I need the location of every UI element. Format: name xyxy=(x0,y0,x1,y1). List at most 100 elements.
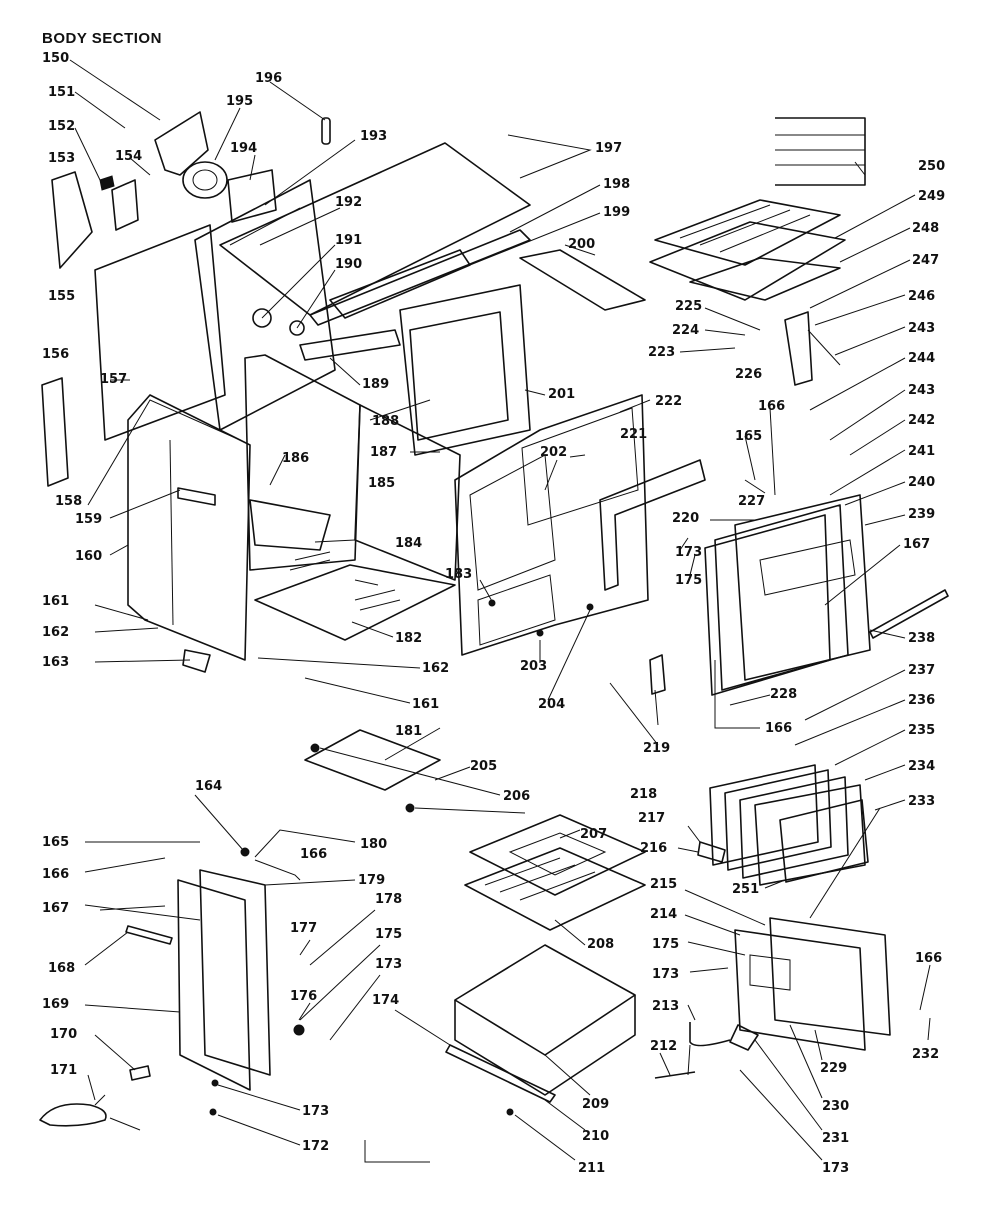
callout-234: 234 xyxy=(908,759,935,774)
callout-249: 249 xyxy=(918,189,945,204)
callout-211: 211 xyxy=(578,1161,605,1176)
callout-169: 169 xyxy=(42,997,69,1012)
callout-165a: 165 xyxy=(735,429,762,444)
callout-187: 187 xyxy=(370,445,397,460)
callout-223: 223 xyxy=(648,345,675,360)
part-157-strip xyxy=(41,377,69,487)
part-188-liner xyxy=(409,311,509,441)
callout-176: 176 xyxy=(290,989,317,1004)
callout-231: 231 xyxy=(822,1131,849,1146)
callout-188: 188 xyxy=(372,414,399,429)
callout-191: 191 xyxy=(335,233,362,248)
part-212-element xyxy=(654,1071,696,1079)
callout-217: 217 xyxy=(638,811,665,826)
callout-173a: 173 xyxy=(675,545,702,560)
callout-198: 198 xyxy=(603,177,630,192)
part-179-door-liner xyxy=(199,869,271,1076)
callout-243a: 243 xyxy=(908,321,935,336)
callout-210: 210 xyxy=(582,1129,609,1144)
diagram-title: BODY SECTION xyxy=(42,30,162,47)
part-160-front-panel xyxy=(127,394,251,661)
callout-250: 250 xyxy=(918,159,945,174)
callout-172: 172 xyxy=(302,1139,329,1154)
callout-236: 236 xyxy=(908,693,935,708)
part-182-bottom xyxy=(254,564,456,641)
part-150-vent-bracket xyxy=(154,111,209,176)
part-198-top-liner xyxy=(309,229,531,326)
part-250-rack xyxy=(775,117,866,186)
callout-162a: 162 xyxy=(42,625,69,640)
callout-193: 193 xyxy=(360,129,387,144)
callout-167a: 167 xyxy=(903,537,930,552)
callout-194: 194 xyxy=(230,141,257,156)
callout-179: 179 xyxy=(358,873,385,888)
callout-167b: 167 xyxy=(42,901,69,916)
callout-166c: 166 xyxy=(915,951,942,966)
callout-229: 229 xyxy=(820,1061,847,1076)
part-247-drip-pan xyxy=(689,257,841,301)
part-171-cord xyxy=(39,1103,107,1127)
part-156-side-panel xyxy=(94,224,226,441)
callout-175a: 175 xyxy=(675,573,702,588)
callout-251: 251 xyxy=(732,882,759,897)
part-194-bracket xyxy=(227,169,277,223)
part-222-front-frame xyxy=(454,394,649,656)
part-210-rail xyxy=(445,1044,556,1103)
callout-213: 213 xyxy=(652,999,679,1014)
callout-168: 168 xyxy=(48,961,75,976)
callout-166b: 166 xyxy=(765,721,792,736)
callout-173d: 173 xyxy=(375,957,402,972)
part-219-hinge xyxy=(649,654,666,695)
callout-222: 222 xyxy=(655,394,682,409)
callout-173b: 173 xyxy=(652,967,679,982)
callout-227: 227 xyxy=(738,494,765,509)
part-234-door-glass xyxy=(754,784,866,886)
part-237-door-outer xyxy=(709,764,819,866)
callout-196: 196 xyxy=(255,71,282,86)
callout-232: 232 xyxy=(912,1047,939,1062)
callout-205: 205 xyxy=(470,759,497,774)
callout-166a: 166 xyxy=(758,399,785,414)
callout-224: 224 xyxy=(672,323,699,338)
callout-215: 215 xyxy=(650,877,677,892)
callout-220: 220 xyxy=(672,511,699,526)
leader-lines xyxy=(69,59,931,1161)
part-249-grill-rack xyxy=(654,199,841,266)
part-209-drawer xyxy=(454,944,636,1056)
callout-155: 155 xyxy=(48,289,75,304)
callout-159: 159 xyxy=(75,512,102,527)
callout-244: 244 xyxy=(908,351,935,366)
part-195-fan xyxy=(182,161,228,199)
callout-161a: 161 xyxy=(42,594,69,609)
callout-247: 247 xyxy=(912,253,939,268)
callout-216: 216 xyxy=(640,841,667,856)
callout-204: 204 xyxy=(538,697,565,712)
callout-225: 225 xyxy=(675,299,702,314)
callout-165b: 165 xyxy=(42,835,69,850)
callout-189: 189 xyxy=(362,377,389,392)
callout-163: 163 xyxy=(42,655,69,670)
callout-158: 158 xyxy=(55,494,82,509)
part-159-bar xyxy=(177,487,216,506)
callout-161b: 161 xyxy=(412,697,439,712)
callout-171: 171 xyxy=(50,1063,77,1078)
callout-239: 239 xyxy=(908,507,935,522)
part-181-rail xyxy=(304,729,441,791)
callout-226: 226 xyxy=(735,367,762,382)
callout-192: 192 xyxy=(335,195,362,210)
callout-203: 203 xyxy=(520,659,547,674)
callout-238: 238 xyxy=(908,631,935,646)
part-227-door-frame xyxy=(599,459,706,591)
callout-183: 183 xyxy=(445,567,472,582)
part-246-hinge xyxy=(784,311,813,386)
callout-208: 208 xyxy=(587,937,614,952)
callout-157: 157 xyxy=(100,372,127,387)
callout-199: 199 xyxy=(603,205,630,220)
callout-178: 178 xyxy=(375,892,402,907)
callout-166e: 166 xyxy=(300,847,327,862)
callout-173c: 173 xyxy=(822,1161,849,1176)
callout-246: 246 xyxy=(908,289,935,304)
part-216-latch xyxy=(697,841,726,863)
part-190-igniter xyxy=(289,320,305,336)
